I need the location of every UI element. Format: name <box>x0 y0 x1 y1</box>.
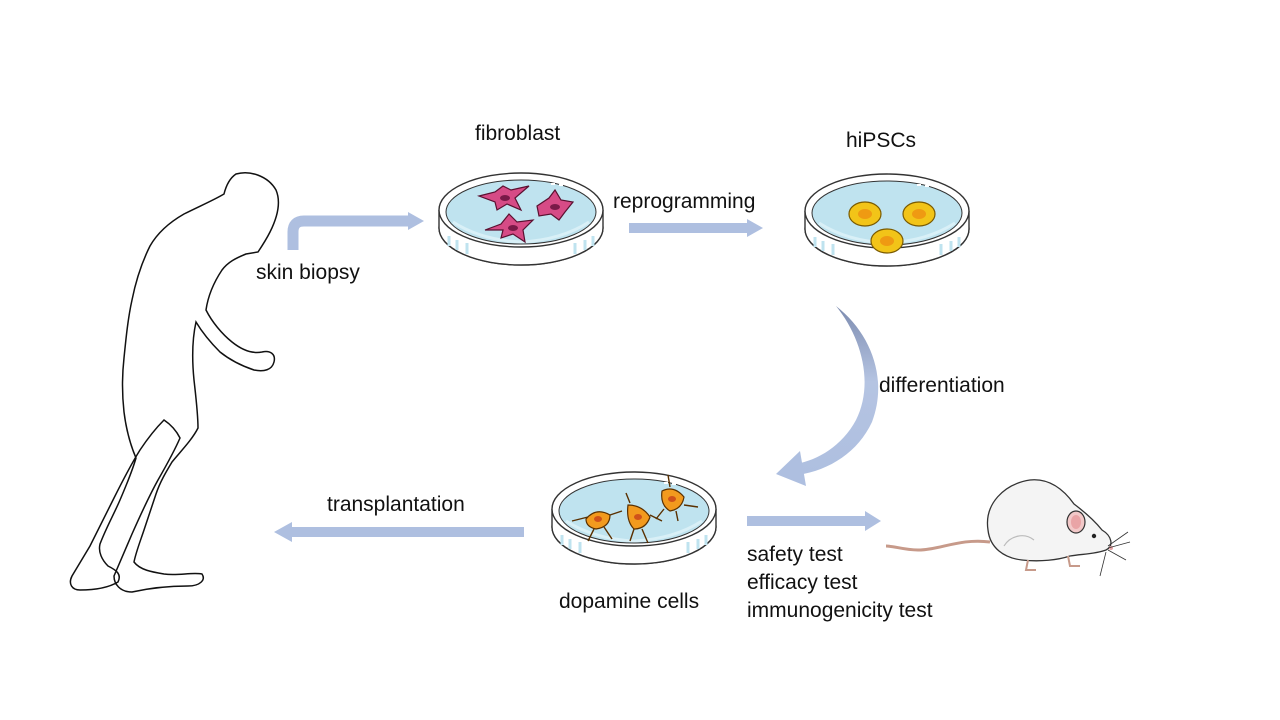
dopamine-cells-label: dopamine cells <box>559 590 700 613</box>
fibroblast-cell <box>476 185 530 212</box>
fibroblast-cell <box>484 213 535 244</box>
rat-body <box>986 479 1112 562</box>
transplantation-arrow <box>290 527 524 537</box>
rat-eye <box>1091 533 1097 539</box>
rat-illustration <box>885 479 1131 577</box>
dopamine-cell <box>655 474 699 522</box>
rat-tail <box>885 539 991 552</box>
differentiation-arrow <box>796 306 879 475</box>
efficacy-test-label: efficacy test <box>747 571 858 594</box>
fibroblast-dish <box>437 171 605 267</box>
skin-biopsy-arrowhead <box>408 212 424 230</box>
reprogramming-label: reprogramming <box>613 190 756 213</box>
immunogenicity-test-label: immunogenicity test <box>747 599 933 622</box>
reprogramming-arrowhead <box>747 219 763 237</box>
ipsc-colony <box>902 201 936 227</box>
hipscs-label: hiPSCs <box>846 129 917 152</box>
rat-whiskers <box>1099 531 1131 577</box>
testing-arrowhead <box>865 511 881 531</box>
dopamine-cell <box>571 510 623 542</box>
fibroblast-cell <box>536 188 575 221</box>
dopamine-cells-dish <box>550 470 718 566</box>
hipscs-dish <box>803 172 971 268</box>
testing-arrow <box>747 516 867 526</box>
fibroblast-label: fibroblast <box>475 122 561 145</box>
differentiation-label: differentiation <box>879 374 1005 397</box>
ipsc-colony <box>848 201 882 227</box>
skin-biopsy-label: skin biopsy <box>256 261 360 284</box>
tests-list: safety test efficacy test immunogenicity… <box>747 541 933 625</box>
transplantation-label: transplantation <box>327 493 465 516</box>
person-silhouette <box>69 172 280 593</box>
differentiation-arrowhead <box>776 451 806 486</box>
safety-test-label: safety test <box>747 543 843 566</box>
ipsc-colony <box>870 228 904 254</box>
transplantation-arrowhead <box>274 522 292 542</box>
reprogramming-arrow <box>629 223 749 233</box>
skin-biopsy-arrow <box>287 215 410 250</box>
